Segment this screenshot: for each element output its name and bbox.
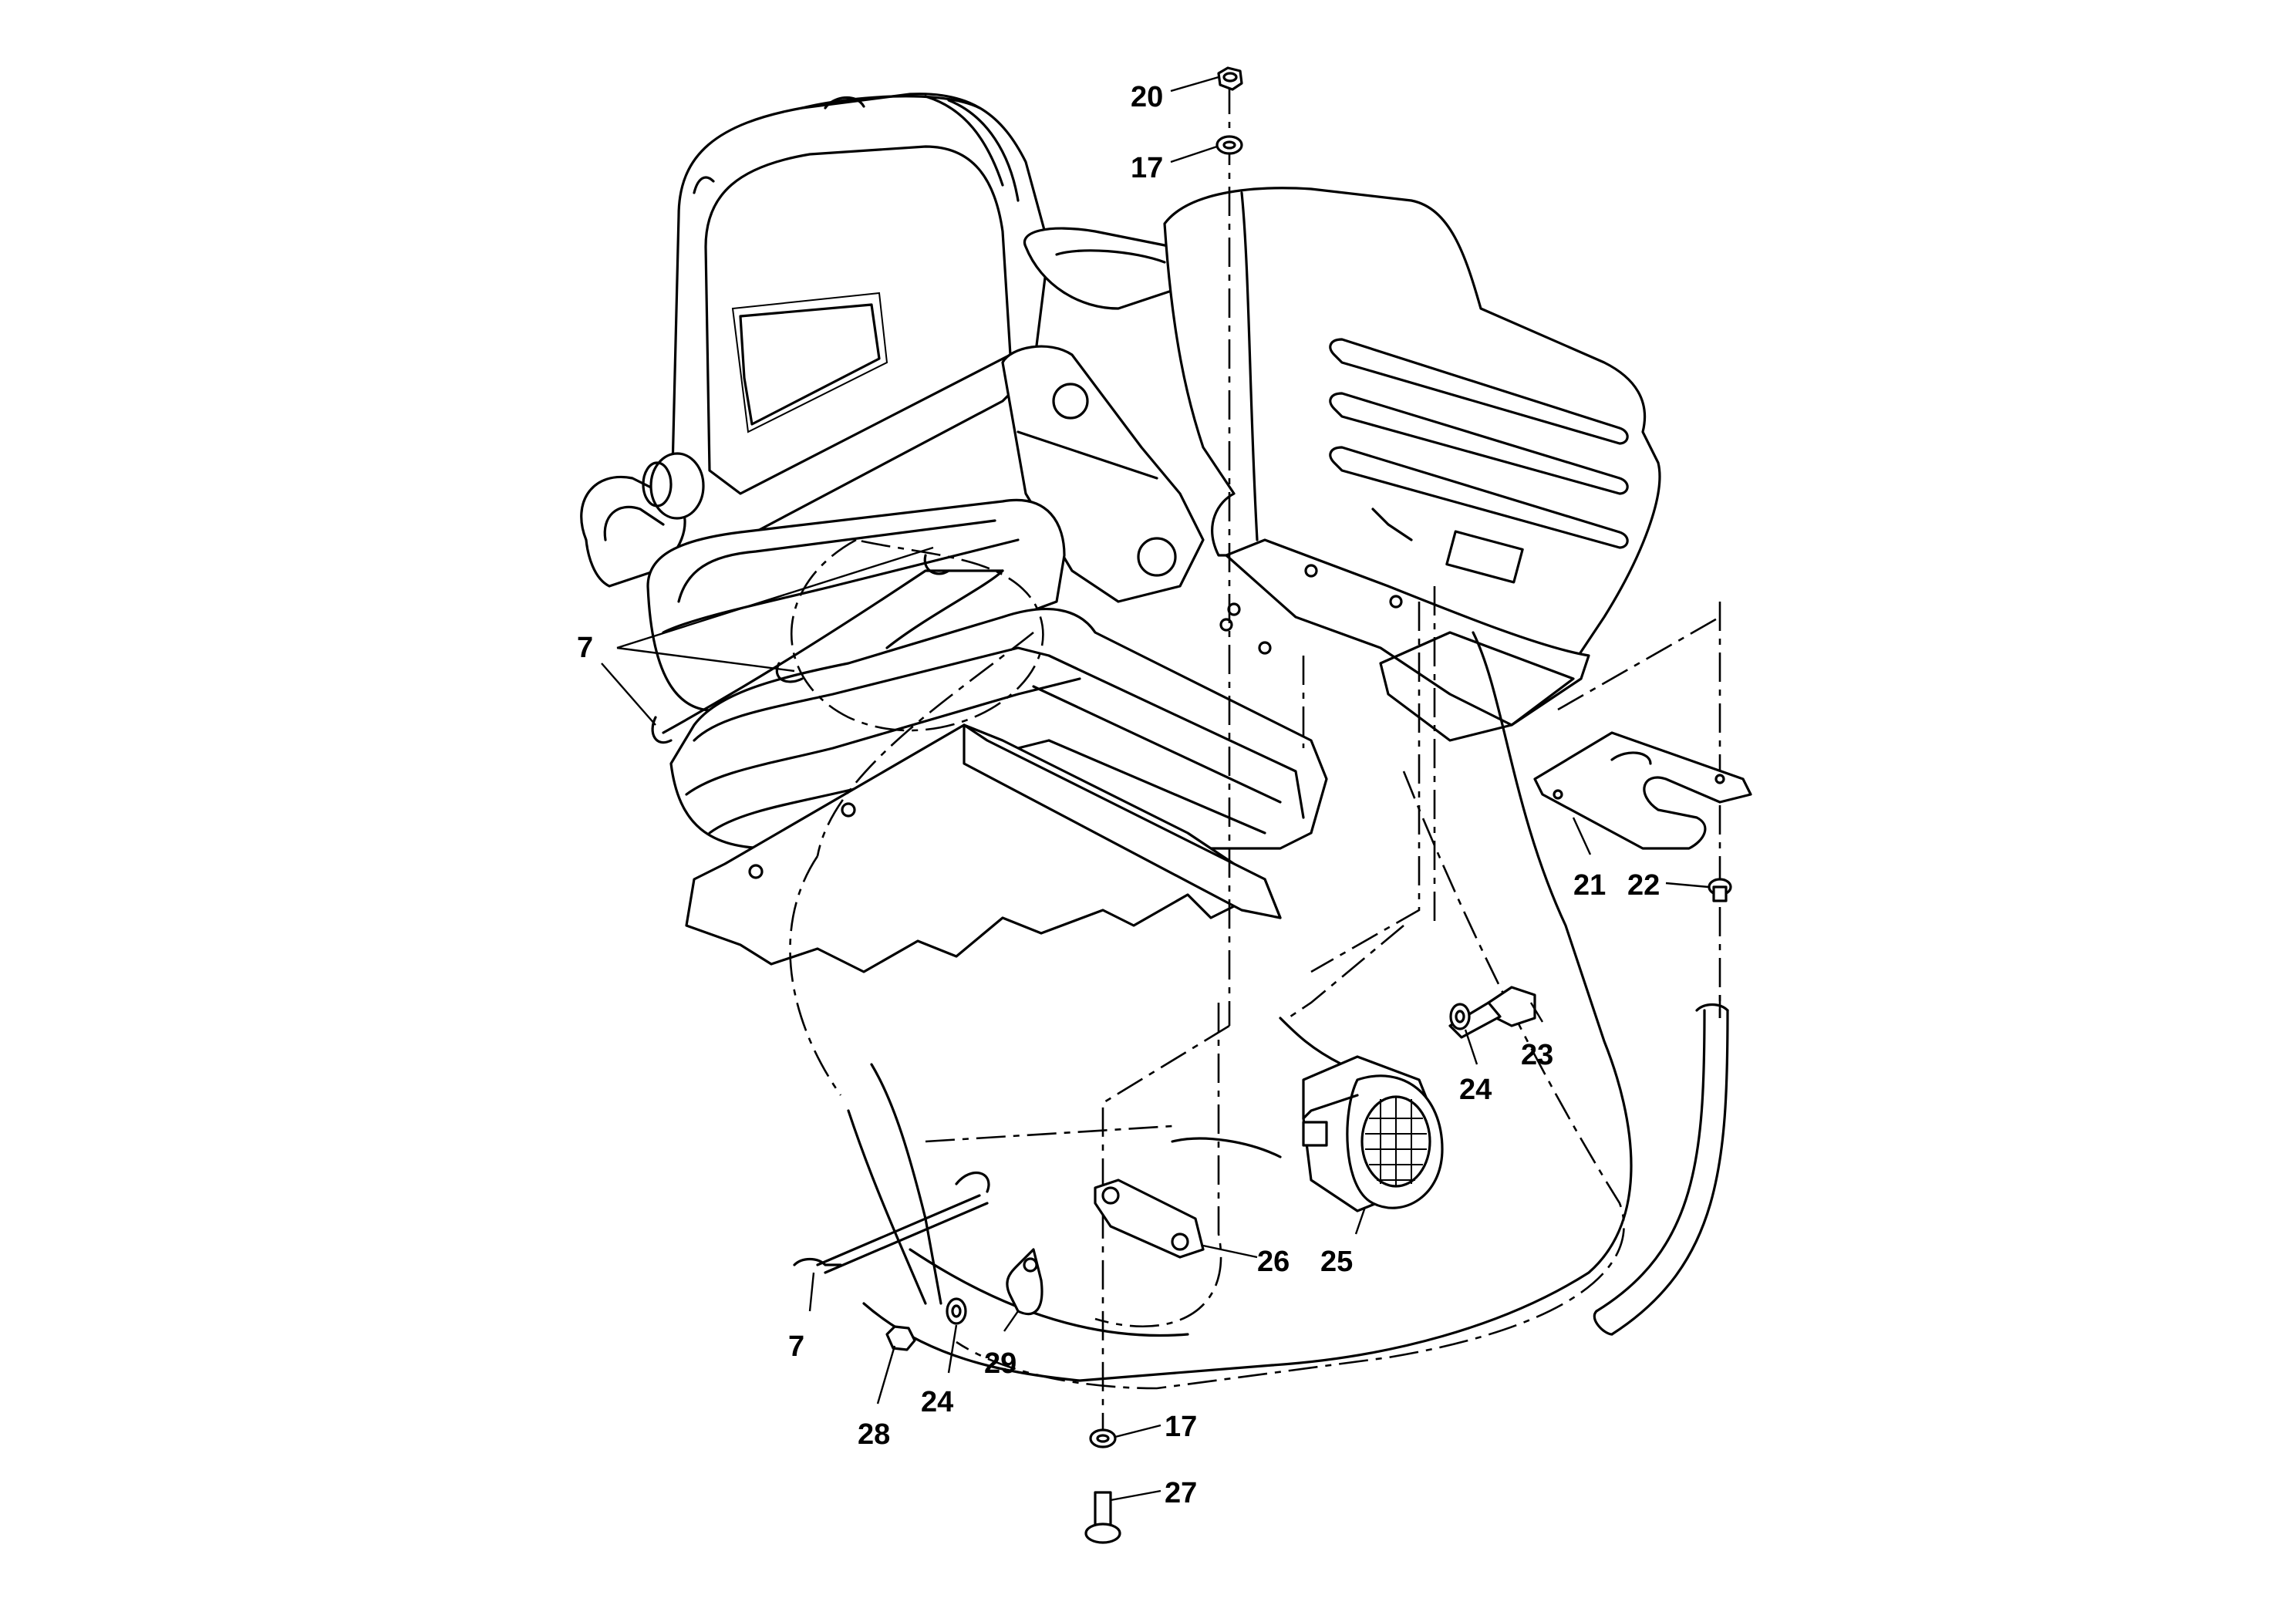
- callout-17-bottom: 17: [1165, 1411, 1197, 1443]
- part-29-clip: [1006, 1248, 1043, 1316]
- callout-29: 29: [984, 1347, 1017, 1380]
- part-17-washer-top: [1215, 135, 1243, 155]
- part-25-alarm-unit: [1302, 1055, 1444, 1212]
- rear-fender: [1163, 187, 1661, 742]
- part-27-bolt: [1084, 1491, 1121, 1544]
- leader-lines: [601, 76, 1709, 1502]
- callout-26: 26: [1257, 1246, 1290, 1278]
- callout-25: 25: [1320, 1246, 1353, 1278]
- callout-17-top: 17: [1131, 152, 1163, 184]
- part-24-washer-right: [1449, 1003, 1471, 1030]
- callout-7-seat: 7: [577, 632, 593, 664]
- part-24-washer-lower: [946, 1297, 967, 1325]
- part-28-nut: [885, 1325, 916, 1351]
- part-26-bracket: [1094, 1179, 1205, 1259]
- part-20-nut: [1217, 66, 1243, 91]
- callout-labels: 20 17 7 21 22 23 24 25 26 7 29 24 28 17 …: [577, 81, 1660, 1509]
- part-21-plate: [1533, 731, 1752, 850]
- callout-20: 20: [1131, 81, 1163, 113]
- callout-28: 28: [858, 1418, 890, 1451]
- callout-23: 23: [1521, 1039, 1553, 1071]
- callout-21: 21: [1573, 869, 1606, 902]
- callout-24-lower: 24: [921, 1386, 953, 1418]
- part-17-washer-bottom: [1089, 1428, 1117, 1448]
- part-7-cable-tie: [793, 1171, 990, 1274]
- callout-7-bottom: 7: [788, 1330, 804, 1363]
- seat-assembly: [580, 93, 1328, 973]
- callout-27: 27: [1165, 1477, 1197, 1509]
- callout-24-right: 24: [1459, 1074, 1492, 1106]
- hose: [1593, 1003, 1729, 1336]
- wiring-harness: [662, 85, 1721, 1435]
- callout-22: 22: [1627, 869, 1660, 902]
- part-22-screw: [1708, 878, 1732, 902]
- part-7-cable-ties-seat: [651, 554, 950, 744]
